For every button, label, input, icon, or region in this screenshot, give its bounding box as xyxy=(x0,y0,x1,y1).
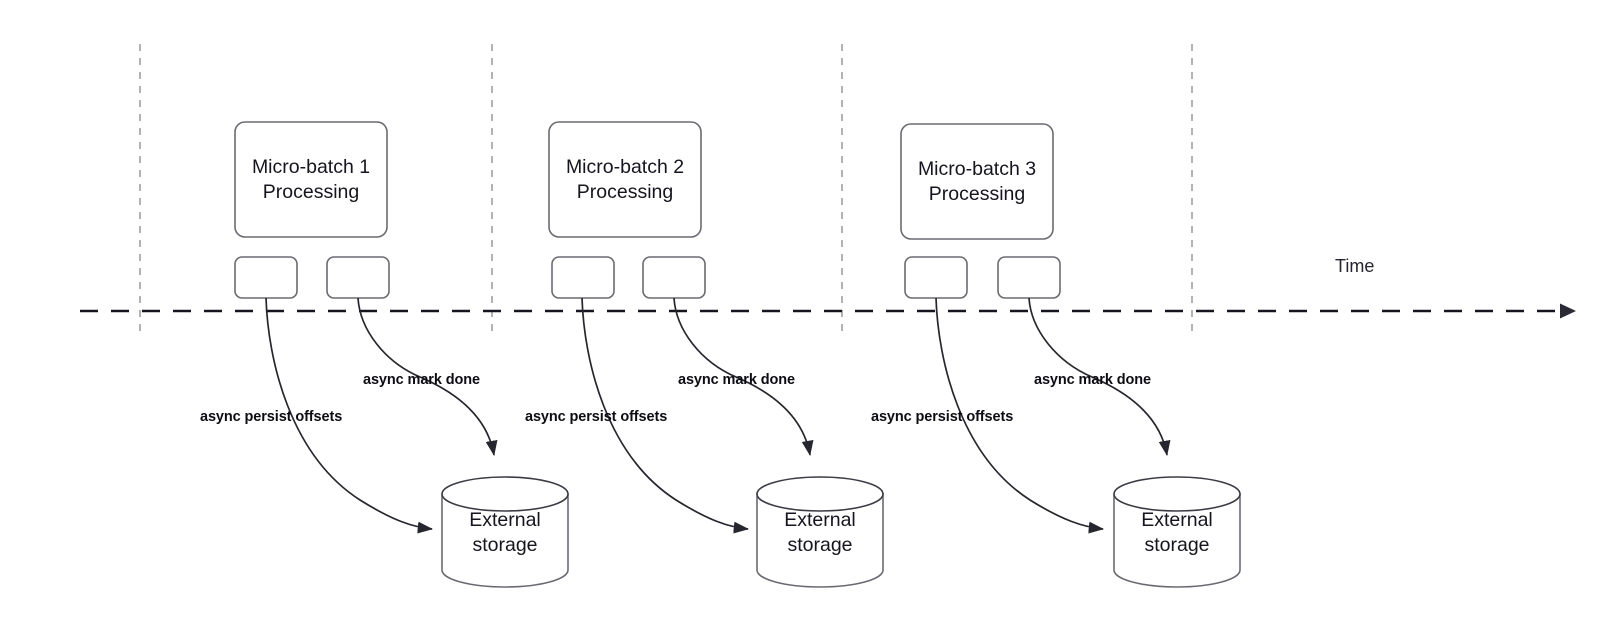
group-3-edge-persist-offsets xyxy=(935,297,1105,534)
group-2-shapes xyxy=(548,121,884,588)
group-1-task-box-2[interactable] xyxy=(326,256,390,299)
group-3-task-box-1[interactable] xyxy=(904,256,968,299)
group-2-edge-label-mark-done: async mark done xyxy=(678,372,795,388)
group-3-storage-cylinder[interactable] xyxy=(1113,476,1241,588)
group-1-edge-persist-offsets xyxy=(265,297,434,534)
group-2-edge-persist-offsets xyxy=(581,297,750,534)
group-1-cylinder-top xyxy=(441,476,569,512)
group-2-edge-mark-done xyxy=(673,297,814,457)
group-2-task-box-1[interactable] xyxy=(551,256,615,299)
timeline-tick-lines xyxy=(139,44,1193,332)
group-1-cylinder-body xyxy=(441,493,569,588)
group-1-edge-label-persist-offsets: async persist offsets xyxy=(200,409,343,425)
group-3-task-box-2[interactable] xyxy=(997,256,1061,299)
group-2-cylinder-body xyxy=(756,493,884,588)
group-2-edge-label-persist-offsets: async persist offsets xyxy=(525,409,668,425)
group-3-batch-box[interactable] xyxy=(900,123,1054,240)
group-3-edge-label-persist-offsets: async persist offsets xyxy=(871,409,1014,425)
group-2-storage-cylinder[interactable] xyxy=(756,476,884,588)
group-3-shapes xyxy=(900,123,1241,588)
group-1-task-box-1[interactable] xyxy=(234,256,298,299)
group-2-cylinder-top xyxy=(756,476,884,512)
group-3-edge-mark-done xyxy=(1028,297,1171,457)
timeline-axis xyxy=(80,303,1576,319)
timeline-axis-label: Time xyxy=(1335,256,1375,276)
timeline-arrowhead-icon xyxy=(1560,303,1576,319)
group-2-batch-box[interactable] xyxy=(548,121,702,238)
group-1-storage-cylinder[interactable] xyxy=(441,476,569,588)
group-1-edge-mark-done xyxy=(357,297,498,457)
group-2-task-box-2[interactable] xyxy=(642,256,706,299)
group-3-cylinder-body xyxy=(1113,493,1241,588)
group-1-batch-box[interactable] xyxy=(234,121,388,238)
group-3-edge-label-mark-done: async mark done xyxy=(1034,372,1151,388)
group-3-cylinder-top xyxy=(1113,476,1241,512)
group-1-edge-label-mark-done: async mark done xyxy=(363,372,480,388)
group-1-shapes xyxy=(234,121,569,588)
